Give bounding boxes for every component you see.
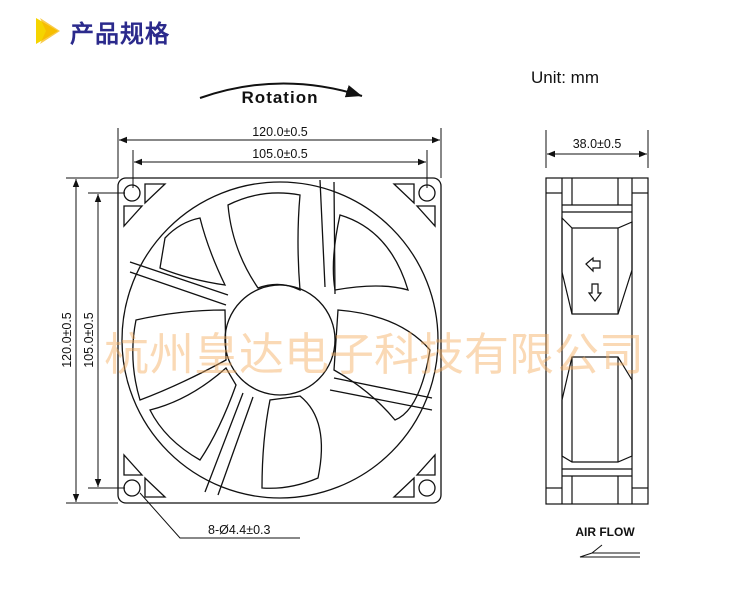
airflow-arrow-icon: [579, 544, 640, 558]
watermark: 杭州皇达电子科技有限公司: [104, 328, 645, 381]
fan-side-view: [545, 177, 649, 505]
side-dimensions: [545, 130, 649, 168]
page-title: 产品规格: [70, 20, 170, 48]
rotation-arrow: [199, 82, 363, 99]
dim-depth: 38.0±0.5: [573, 137, 622, 151]
airflow-label: AIR FLOW: [575, 525, 635, 539]
dim-hole-width: 105.0±0.5: [252, 147, 308, 161]
airflow-direction-icon: [587, 283, 603, 302]
hole-callout: 8-Ø4.4±0.3: [208, 523, 270, 537]
rotation-label: Rotation: [242, 88, 319, 107]
rotation-direction-icon: [585, 256, 601, 273]
fan-front-view: [117, 177, 442, 504]
dim-hole-height: 105.0±0.5: [82, 312, 96, 368]
dim-outer-height: 120.0±0.5: [60, 312, 74, 368]
header-arrow-icon: [36, 18, 60, 44]
front-dimensions: [66, 128, 442, 539]
unit-label: Unit: mm: [531, 68, 599, 87]
dim-outer-width: 120.0±0.5: [252, 125, 308, 139]
